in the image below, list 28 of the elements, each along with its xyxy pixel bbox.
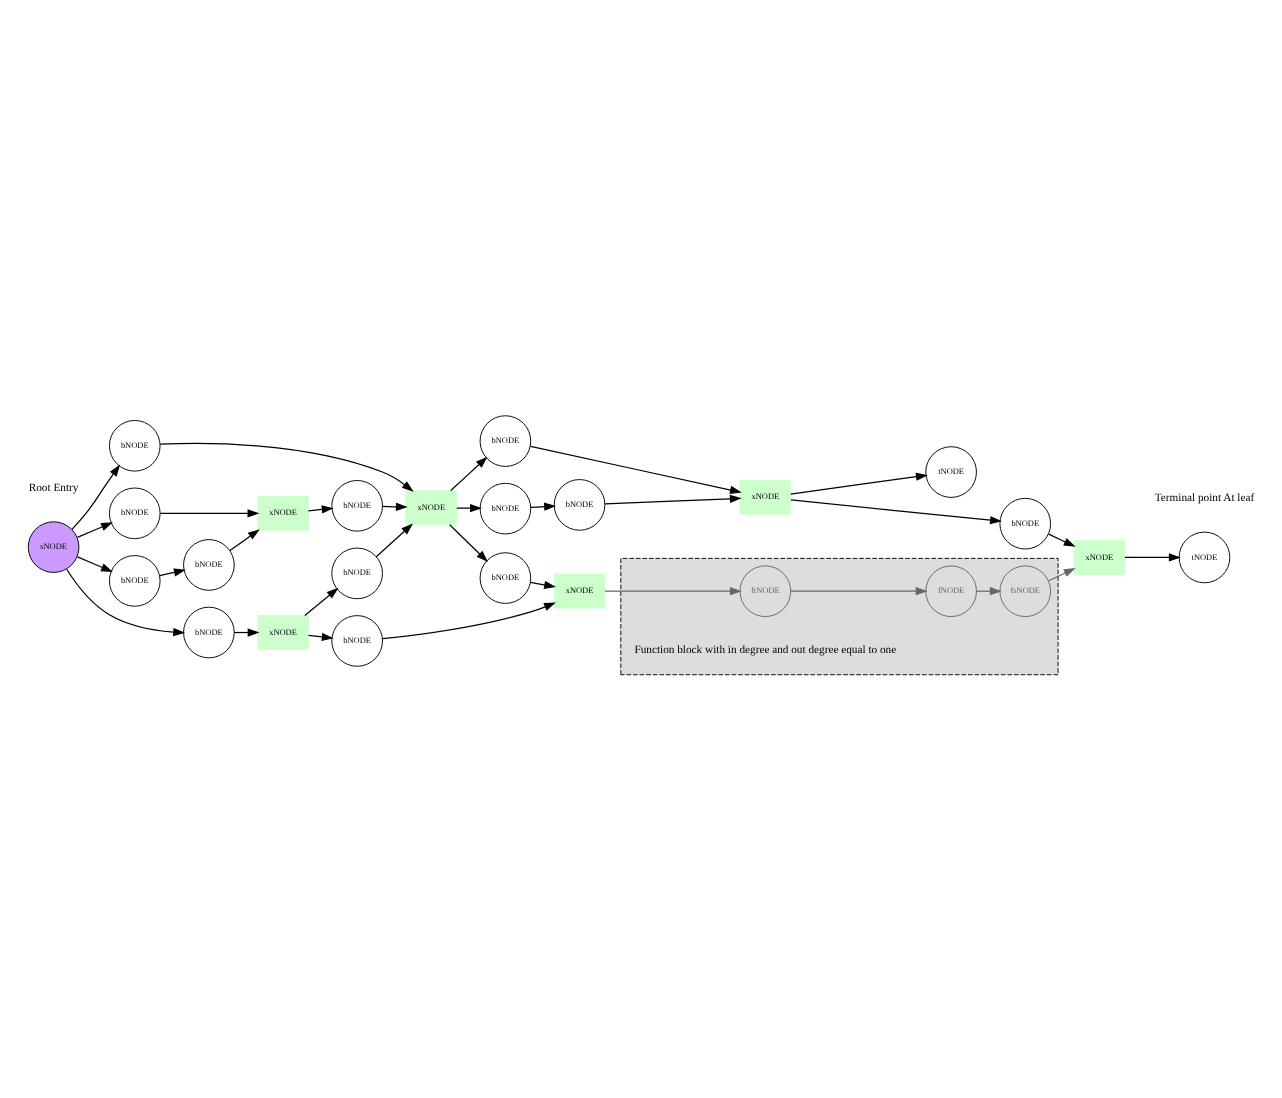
arrow — [449, 524, 488, 562]
arrow — [790, 472, 928, 495]
arrow — [304, 587, 339, 617]
arrow — [307, 505, 334, 514]
arrow — [529, 580, 556, 590]
cluster — [620, 557, 1059, 676]
arrow — [530, 502, 556, 511]
arrow — [307, 632, 334, 642]
arrow — [159, 509, 260, 518]
arrow — [1048, 533, 1076, 547]
arrow — [76, 522, 113, 538]
arrow — [450, 456, 488, 492]
arrow — [76, 556, 113, 572]
arrow — [456, 504, 482, 513]
arrow — [159, 442, 414, 492]
arrow — [604, 587, 742, 596]
arrow — [1124, 553, 1181, 562]
arrow — [790, 587, 928, 596]
arrow — [159, 568, 186, 577]
arrow — [530, 445, 742, 494]
arrow — [229, 529, 260, 552]
arrow — [1048, 568, 1076, 582]
arrow — [71, 464, 121, 530]
arrow — [790, 499, 1002, 525]
arrow — [375, 523, 413, 558]
arrow — [381, 602, 556, 640]
arrow — [66, 568, 186, 637]
arrow — [604, 494, 742, 505]
